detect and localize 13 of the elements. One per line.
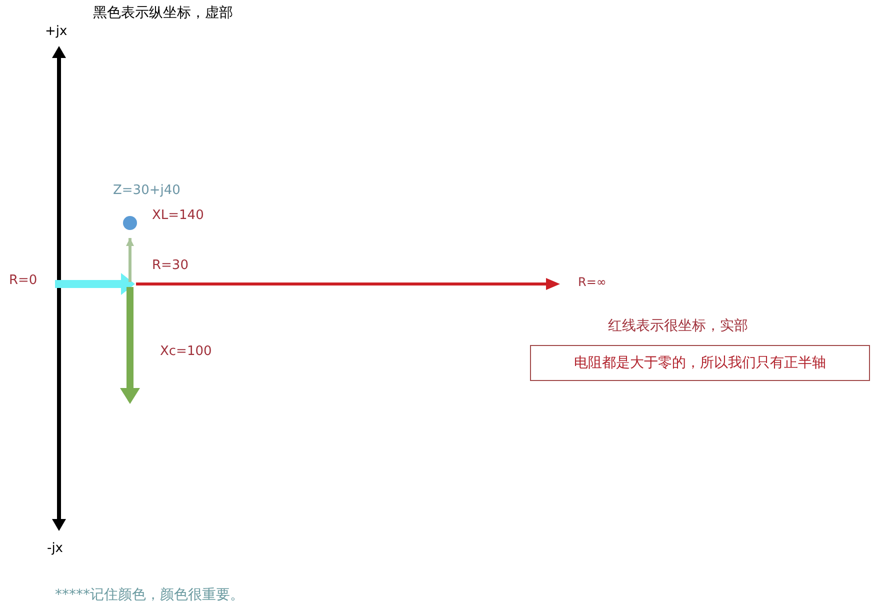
note-text: *****记住颜色，颜色很重要。 — [55, 587, 244, 603]
value-label: R=∞ — [578, 274, 606, 290]
note-text: 红线表示很坐标，实部 — [608, 318, 748, 334]
axis-label: -jx — [47, 541, 63, 557]
value-label: R=30 — [152, 258, 188, 274]
value-label: XL=140 — [152, 208, 204, 224]
axis-label: +jx — [45, 24, 68, 40]
value-label: Xc=100 — [160, 344, 212, 360]
point-label: Z=30+j40 — [113, 183, 180, 199]
point-dot — [123, 216, 137, 230]
value-label: R=0 — [9, 273, 38, 289]
title-text: 黑色表示纵坐标，虚部 — [93, 5, 233, 21]
note-box: 电阻都是大于零的，所以我们只有正半轴 — [530, 345, 870, 381]
